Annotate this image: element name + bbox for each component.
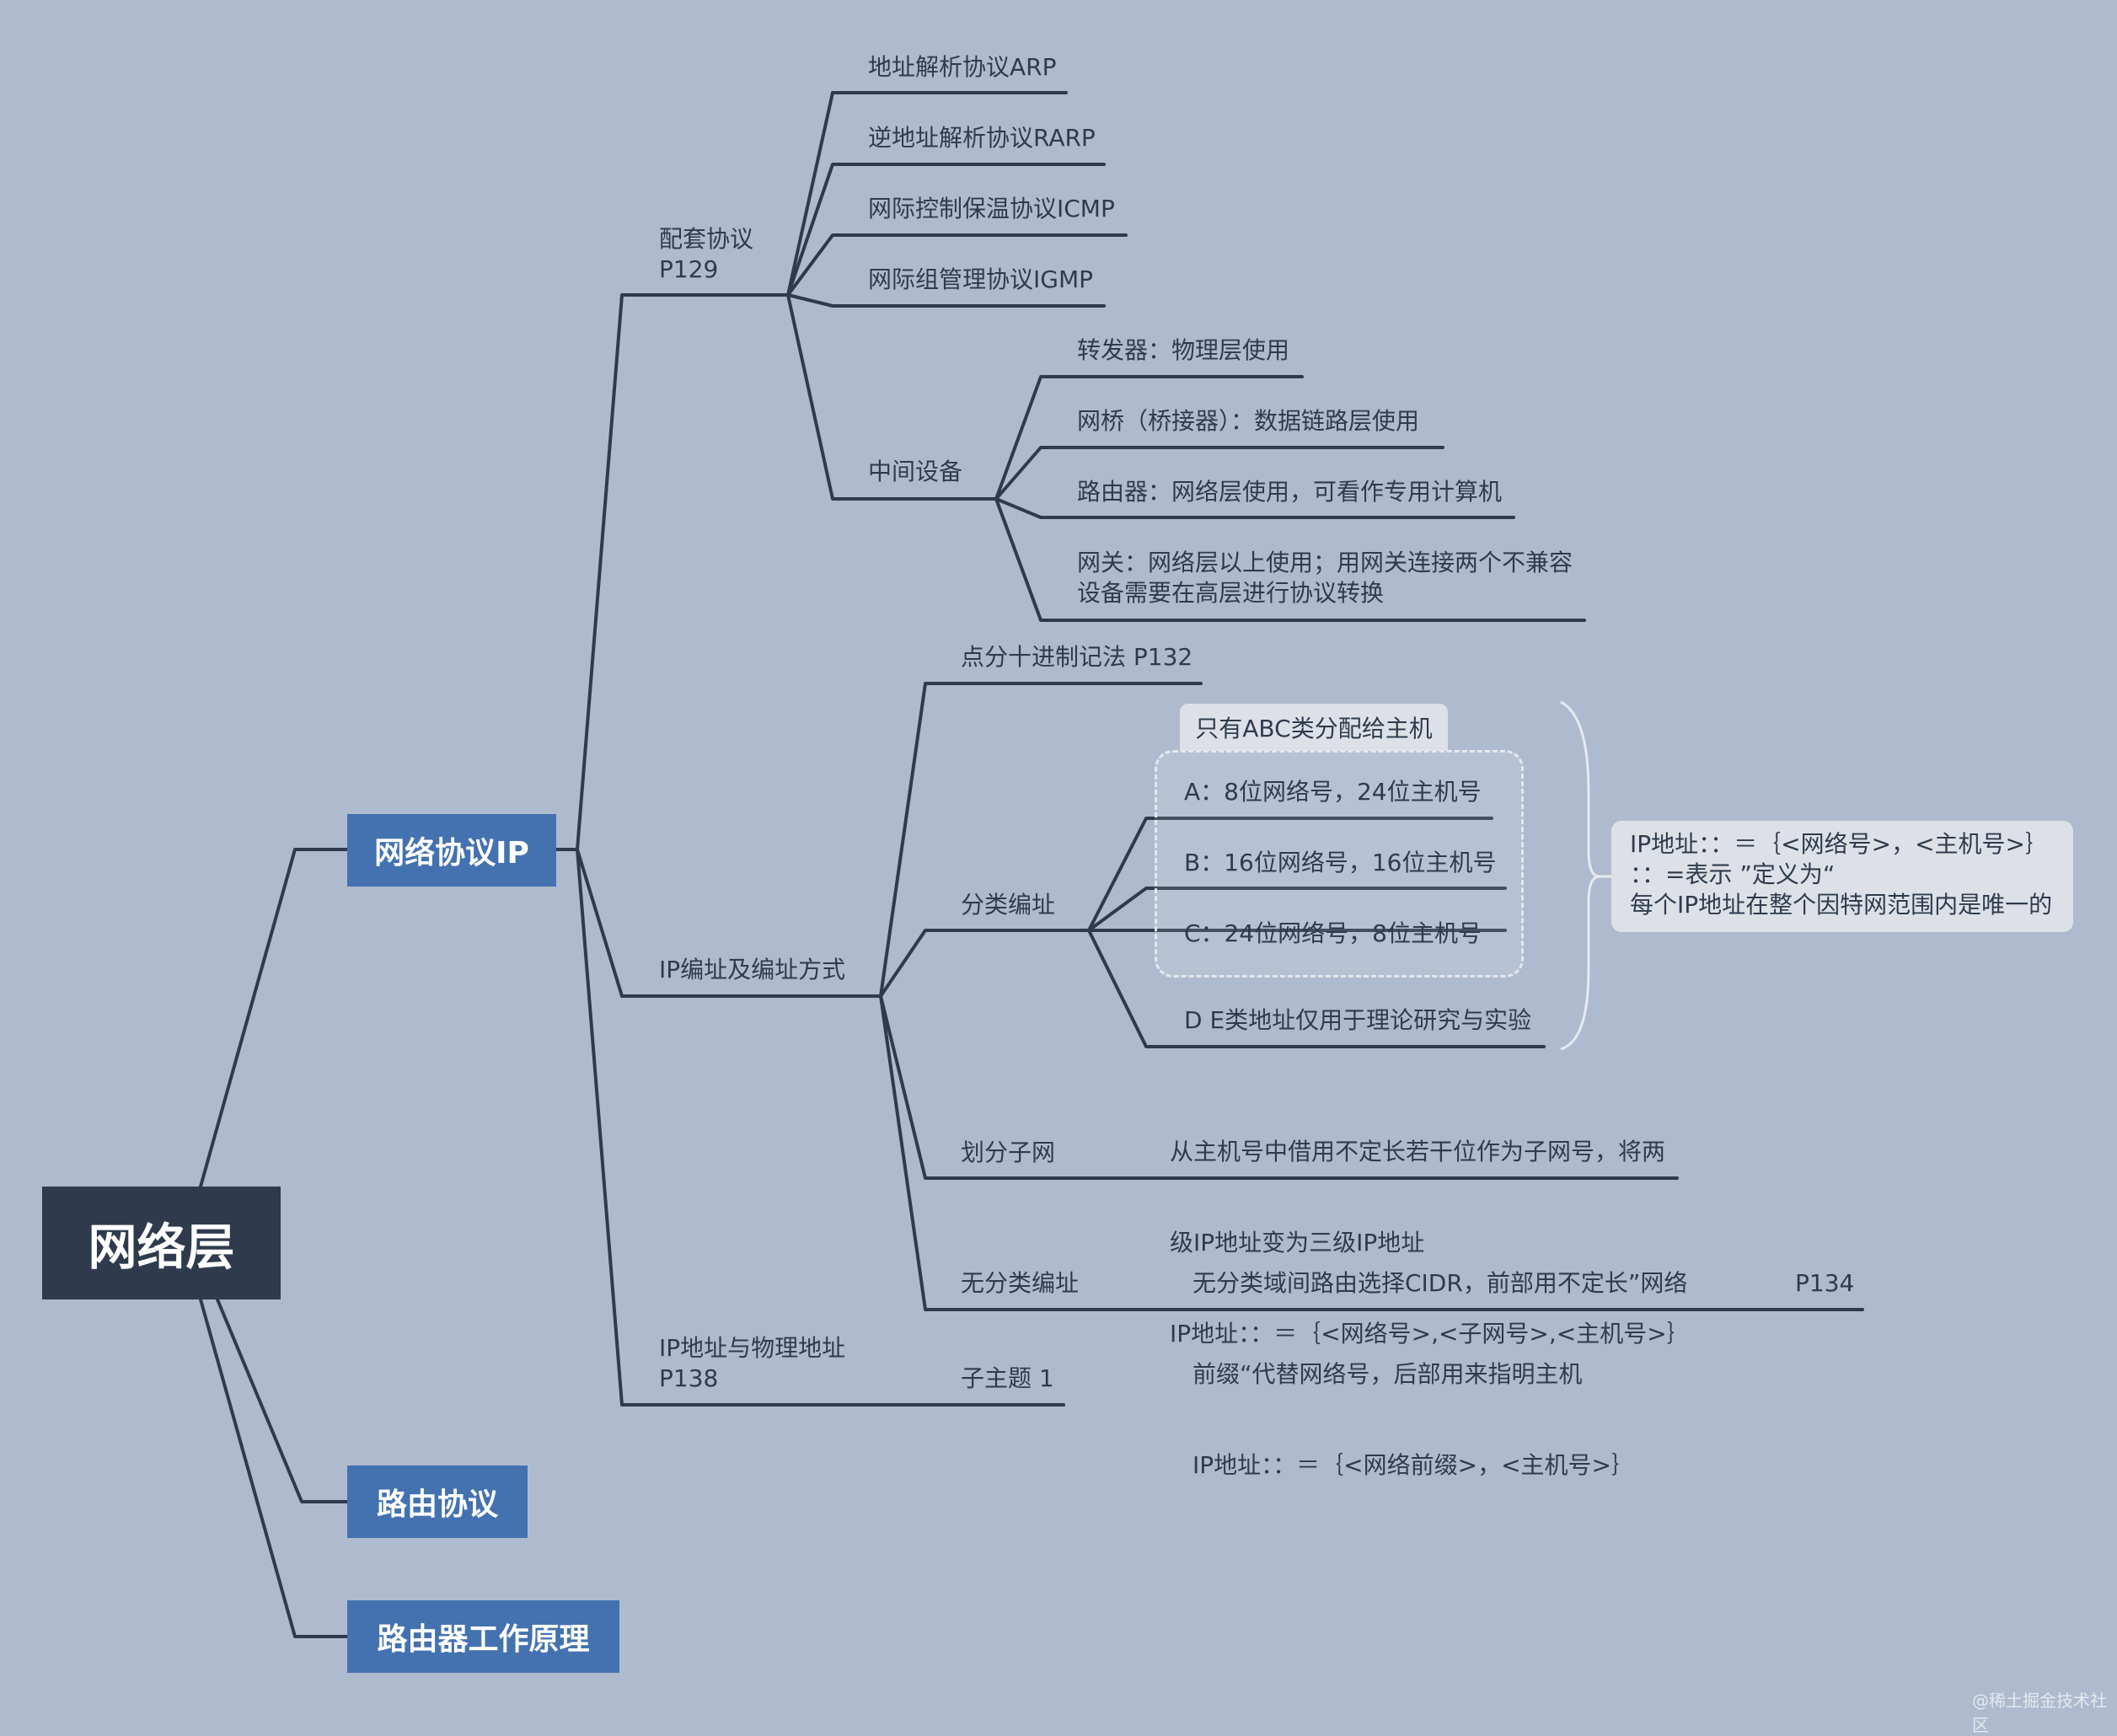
- edge-arp: [786, 91, 1068, 297]
- device-gateway-line2: 设备需要在高层进行协议转换: [1077, 579, 1385, 607]
- watermark: @稀土掘金技术社区: [1972, 1690, 2107, 1735]
- edge-icmp: [786, 233, 1128, 297]
- root-topic[interactable]: 网络层: [42, 1187, 281, 1299]
- device-repeater[interactable]: 转发器：物理层使用: [1077, 336, 1290, 364]
- class-group-label-text: 只有ABC类分配给主机: [1195, 715, 1433, 742]
- edge-root-ip: [199, 848, 349, 1188]
- subnet-desc-line1: 从主机号中借用不定长若干位作为子网号，将两: [1170, 1138, 1666, 1165]
- topic-router[interactable]: 路由器工作原理: [347, 1600, 619, 1673]
- classful-title[interactable]: 分类编址: [961, 891, 1056, 919]
- classful-summary-callout[interactable]: IP地址：：＝｛<网络号>，<主机号>｝ ：：=表示 ”定义为“ 每个IP地址在…: [1611, 821, 2073, 932]
- edge-subnet: [879, 994, 1679, 1180]
- edge-classful: [879, 929, 1091, 998]
- edge-class-a: [1087, 817, 1493, 932]
- devices-title[interactable]: 中间设备: [868, 458, 963, 485]
- class-group-label: 只有ABC类分配给主机: [1180, 704, 1448, 751]
- summary-brace: [1560, 700, 1600, 1051]
- topic-router-label: 路由器工作原理: [377, 1622, 590, 1657]
- physical-child[interactable]: 子主题 1: [961, 1364, 1054, 1392]
- physical-title-line1: IP地址与物理地址: [659, 1334, 846, 1362]
- edge-rarp: [786, 163, 1106, 297]
- subnet-desc-line3: IP地址：：＝｛<网络号>,<子网号>,<主机号>｝: [1170, 1320, 1691, 1348]
- device-router[interactable]: 路由器：网络层使用，可看作专用计算机: [1077, 478, 1503, 506]
- cidr-desc-line2: 前缀“代替网络号，后部用来指明主机: [1192, 1360, 1583, 1388]
- protocol-rarp[interactable]: 逆地址解析协议RARP: [868, 124, 1096, 152]
- class-group-box: [1155, 750, 1524, 978]
- subnet-desc-line2: 级IP地址变为三级IP地址: [1170, 1229, 1425, 1256]
- edge-devices: [786, 293, 998, 501]
- edge-router-dev: [994, 497, 1515, 519]
- edge-class-de: [1087, 929, 1546, 1048]
- edge-ip-physical: [576, 848, 1065, 1406]
- edge-igmp: [786, 293, 1106, 308]
- edge-root-router: [199, 1298, 349, 1638]
- protocols-title-line1: 配套协议: [659, 225, 754, 253]
- subnet-title[interactable]: 划分子网: [961, 1139, 1056, 1166]
- topic-routing[interactable]: 路由协议: [347, 1465, 528, 1538]
- protocol-igmp[interactable]: 网际组管理协议IGMP: [868, 265, 1093, 293]
- class-b[interactable]: B：16位网络号，16位主机号: [1184, 849, 1497, 876]
- dotted-decimal[interactable]: 点分十进制记法 P132: [961, 643, 1193, 671]
- edge-ip-addressing: [576, 848, 882, 998]
- class-de[interactable]: D E类地址仅用于理论研究与实验: [1184, 1006, 1532, 1034]
- cidr-title[interactable]: 无分类编址: [961, 1269, 1080, 1297]
- class-c[interactable]: C：24位网络号，8位主机号: [1184, 919, 1482, 947]
- cidr-desc[interactable]: 无分类域间路由选择CIDR，前部用不定长”网络 前缀“代替网络号，后部用来指明主…: [1192, 1208, 1687, 1511]
- cidr-desc-line3: IP地址：：＝｛<网络前缀>，<主机号>｝: [1192, 1451, 1635, 1479]
- edge-ip-protocols: [555, 293, 790, 851]
- root-topic-label: 网络层: [88, 1219, 235, 1276]
- addressing-title[interactable]: IP编址及编址方式: [659, 956, 846, 983]
- cidr-desc-line1: 无分类域间路由选择CIDR，前部用不定长”网络: [1192, 1269, 1688, 1297]
- protocol-arp[interactable]: 地址解析协议ARP: [868, 53, 1057, 81]
- edge-bridge: [994, 446, 1444, 501]
- class-a[interactable]: A：8位网络号，24位主机号: [1184, 778, 1482, 806]
- device-gateway-line1: 网关：网络层以上使用；用网关连接两个不兼容: [1077, 549, 1573, 576]
- topic-ip[interactable]: 网络协议IP: [347, 814, 556, 887]
- topic-routing-label: 路由协议: [376, 1487, 498, 1522]
- physical-title-line2: P138: [659, 1364, 719, 1392]
- edge-gateway: [994, 497, 1586, 622]
- callout-line-1: IP地址：：＝｛<网络号>，<主机号>｝: [1630, 830, 2049, 858]
- protocols-title-line2: P129: [659, 255, 719, 283]
- edge-root-routing: [216, 1298, 349, 1503]
- subnet-desc[interactable]: 从主机号中借用不定长若干位作为子网号，将两 级IP地址变为三级IP地址 IP地址…: [1170, 1076, 1691, 1380]
- topic-ip-label: 网络协议IP: [374, 836, 529, 871]
- edge-dotted: [879, 682, 1203, 998]
- device-bridge[interactable]: 网桥（桥接器）：数据链路层使用: [1077, 407, 1420, 435]
- cidr-page-ref: P134: [1795, 1269, 1855, 1297]
- edge-class-b: [1087, 887, 1507, 932]
- device-gateway[interactable]: 网关：网络层以上使用；用网关连接两个不兼容设备需要在高层进行协议转换: [1077, 548, 1573, 608]
- callout-line-3: 每个IP地址在整个因特网范围内是唯一的: [1630, 891, 2053, 919]
- edge-repeater: [994, 375, 1304, 501]
- protocol-icmp[interactable]: 网际控制保温协议ICMP: [868, 195, 1115, 222]
- callout-line-2: ：：=表示 ”定义为“: [1630, 860, 1836, 888]
- edge-cidr: [879, 994, 1864, 1311]
